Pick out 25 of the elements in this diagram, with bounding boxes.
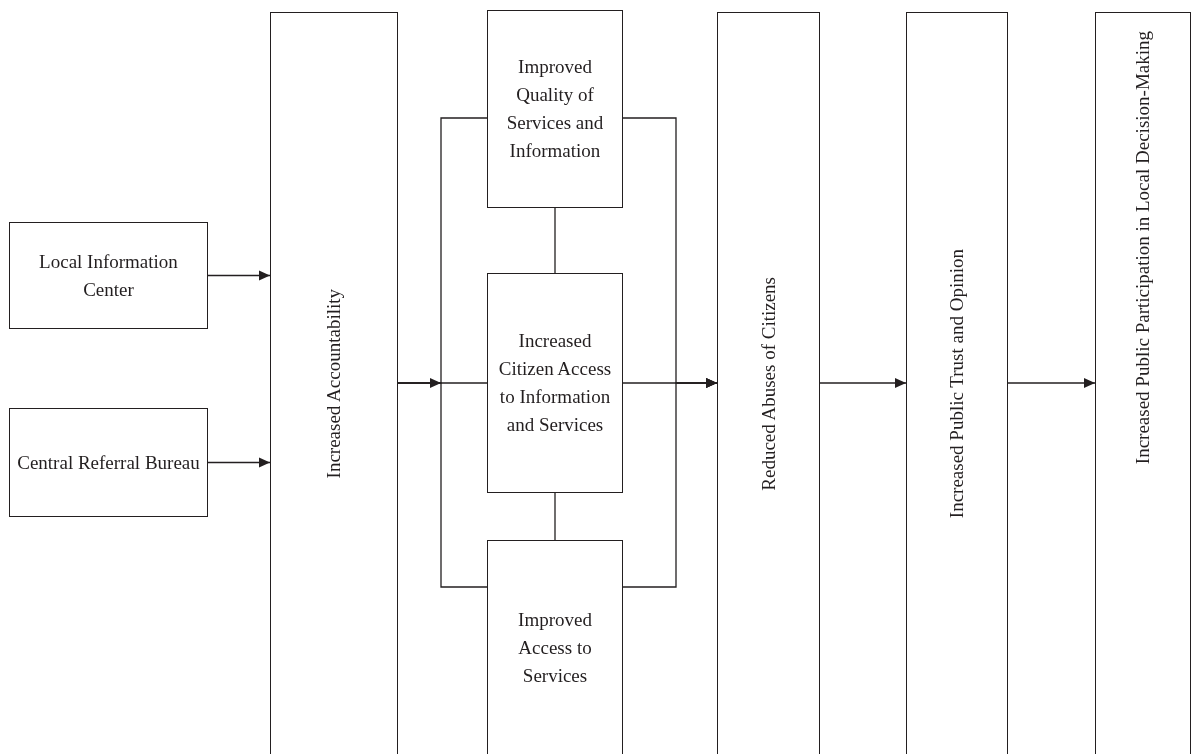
process-box	[9, 222, 208, 329]
node-label: Increased Public Trust and Opinion	[945, 248, 968, 519]
connector-line	[554, 492, 556, 541]
process-box	[9, 408, 208, 517]
node-label: Increased Public Participation in Local Decision-Making	[1131, 31, 1154, 465]
node-label: Improved Quality of Services and Information	[505, 55, 605, 163]
outcome-column	[270, 12, 398, 754]
connector-line	[554, 207, 556, 274]
arrow	[207, 270, 271, 281]
outcome-column	[1095, 12, 1191, 754]
outcome-column	[906, 12, 1008, 754]
node-label: Local Information Center	[38, 249, 179, 302]
arrow	[1007, 378, 1096, 388]
node-label: Increased Accountability	[322, 288, 345, 479]
arrow	[622, 378, 718, 588]
node-label: Central Referral Bureau	[16, 450, 201, 475]
node-label: Reduced Abuses of Citizens	[756, 276, 780, 491]
process-box	[487, 540, 623, 754]
arrow	[207, 457, 271, 468]
arrow	[819, 378, 907, 388]
outcome-column	[717, 12, 820, 754]
process-box	[487, 10, 623, 208]
process-box	[487, 273, 623, 493]
node-label: Improved Access to Services	[517, 607, 593, 688]
node-label: Increased Citizen Access to Information and Services	[497, 329, 613, 437]
